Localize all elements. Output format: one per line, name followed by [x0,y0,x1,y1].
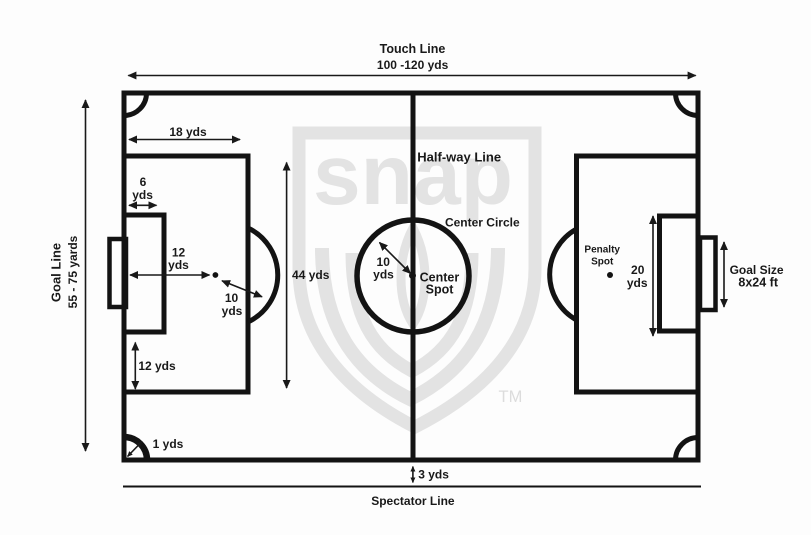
svg-text:yds: yds [627,276,648,290]
svg-text:3 yds: 3 yds [418,468,449,482]
svg-text:Penalty: Penalty [584,244,620,255]
svg-text:Center: Center [420,271,460,285]
svg-text:Spectator Line: Spectator Line [371,494,455,508]
svg-text:10: 10 [377,255,391,269]
svg-text:12 yds: 12 yds [138,359,176,373]
svg-text:44 yds: 44 yds [292,268,330,282]
svg-text:20: 20 [631,263,645,277]
svg-text:10: 10 [225,291,239,305]
svg-text:100 -120 yds: 100 -120 yds [377,58,449,72]
svg-text:12: 12 [172,245,186,259]
svg-text:Center Circle: Center Circle [445,215,520,229]
svg-text:8x24 ft: 8x24 ft [738,276,778,290]
svg-text:TM: TM [499,388,523,406]
svg-text:Goal Line: Goal Line [49,243,64,302]
svg-text:18 yds: 18 yds [169,125,207,139]
svg-text:yds: yds [222,304,243,318]
svg-text:Spot: Spot [426,283,455,297]
svg-text:yds: yds [132,188,153,202]
svg-text:1 yds: 1 yds [153,437,184,451]
svg-text:Half-way Line: Half-way Line [417,149,501,164]
svg-text:yds: yds [168,258,189,272]
svg-text:6: 6 [140,175,147,189]
svg-text:yds: yds [373,267,394,281]
svg-text:55 - 75 yards: 55 - 75 yards [66,235,80,308]
svg-text:Goal Size: Goal Size [730,263,784,277]
svg-text:Spot: Spot [591,257,614,268]
svg-text:Touch Line: Touch Line [380,42,446,56]
